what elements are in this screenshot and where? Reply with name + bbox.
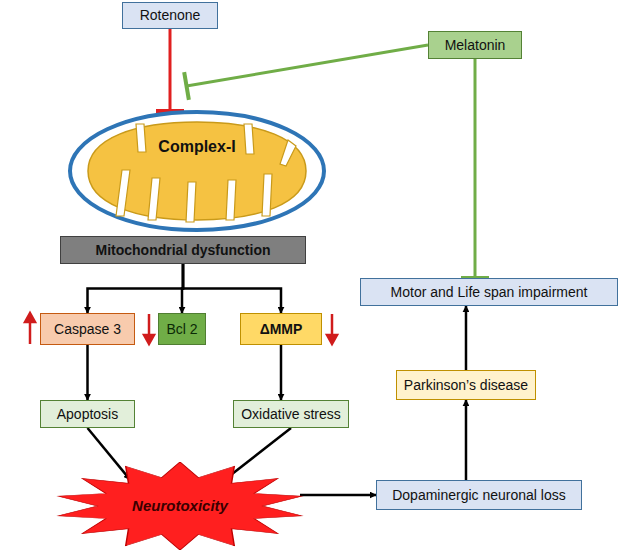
outcome-box: Dopaminergic neuronal loss [376,480,582,510]
node-label: Dopaminergic neuronal loss [392,487,566,503]
down-arrowhead [144,335,154,344]
down-arrow [148,314,151,337]
arrow-connector [465,306,466,370]
drug-box: Rotenone [122,2,218,29]
inhibition-connector [461,59,489,278]
connector-line [88,428,131,480]
marker-box: Caspase 3 [40,313,135,345]
process-box: Oxidative stress [233,400,349,428]
drug-box: Melatonin [428,31,522,59]
arrow-connector [281,345,282,400]
connector-line [169,29,172,111]
node-label: Bcl 2 [166,321,197,337]
marker-box: Bcl 2 [158,313,205,345]
node-label: Rotenone [140,7,201,23]
up-arrowhead [25,313,35,322]
inhibition-bar [184,72,189,100]
marker-box: ΔMMP [240,313,322,345]
node-label: Neurotoxicity [132,497,228,514]
node-label: Oxidative stress [241,406,341,422]
outcome-box: Motor and Life span impairment [360,278,618,306]
connector-line [187,45,428,86]
connector-line [465,400,468,480]
down-arrowhead [327,335,337,344]
arrow-connector [88,428,131,480]
connector-line [300,494,376,497]
node-label: Motor and Life span impairment [391,284,588,300]
node-label: Caspase 3 [54,321,121,337]
inhibition-connector [156,29,184,111]
process-box: Apoptosis [40,400,135,428]
node-label: Mitochondrial dysfunction [96,242,271,258]
node-label: Parkinson’s disease [404,377,528,393]
arrow-connector [465,400,466,480]
arrow-connector [300,495,376,496]
inhibition-connector [184,45,428,100]
arrow-connector [88,264,184,313]
arrow-connector [225,428,291,480]
process-box: Mitochondrial dysfunction [60,236,306,264]
node-label: Apoptosis [57,406,118,422]
mitochondrion: Complex-I [66,108,328,234]
starburst: Neurotoxicity [55,462,305,550]
arrow-connector [183,264,281,313]
up-arrow [29,320,32,344]
connector-line [225,428,291,480]
connector-line [465,306,468,370]
node-label: Melatonin [445,37,506,53]
connector-line [86,345,89,400]
node-label: ΔMMP [260,321,303,337]
node-label: Complex-I [158,138,235,156]
connector-line [183,264,281,313]
arrow-connector [87,345,88,400]
connector-line [88,264,184,313]
connector-line [474,59,477,278]
outcome-box: Parkinson’s disease [396,370,536,400]
connector-line [280,345,283,400]
down-arrow [331,314,334,337]
mitochondrion-outline [66,108,328,234]
